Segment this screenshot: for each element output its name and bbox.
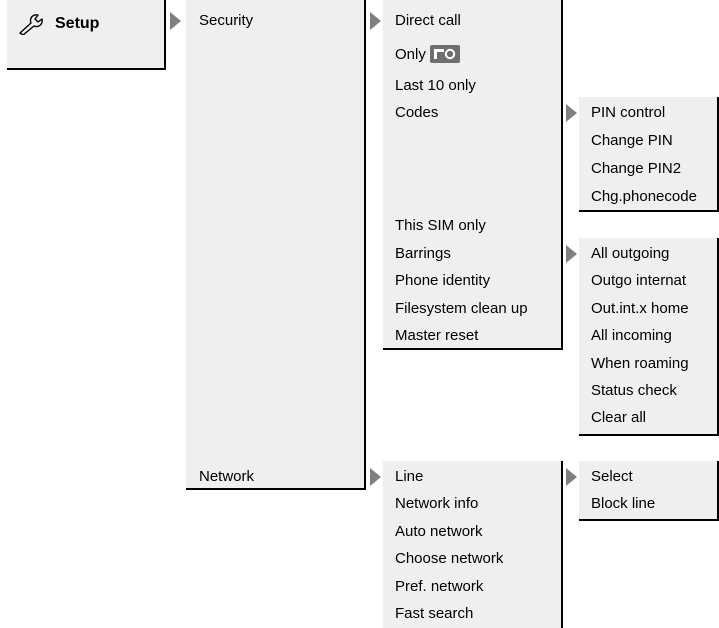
barrings-item[interactable]: When roaming <box>591 355 689 372</box>
line-item[interactable]: Select <box>591 468 633 485</box>
network-item[interactable]: Network info <box>395 495 479 512</box>
line-submenu <box>579 461 719 521</box>
menu-item-filesystem[interactable]: Filesystem clean up <box>395 300 528 317</box>
security-arrow-icon <box>370 12 381 30</box>
barrings-item[interactable]: Status check <box>591 382 677 399</box>
barrings-item[interactable]: Clear all <box>591 409 647 426</box>
network-item[interactable]: Choose network <box>395 550 504 567</box>
menu-item-direct-call[interactable]: Direct call <box>395 12 461 29</box>
barrings-item[interactable]: All outgoing <box>591 245 670 262</box>
setup-label: Setup <box>55 15 100 32</box>
menu-item-master-reset[interactable]: Master reset <box>395 327 479 344</box>
codes-item[interactable]: PIN control <box>591 104 666 121</box>
codes-item[interactable]: Change PIN <box>591 132 673 149</box>
menu-item-codes[interactable]: Codes <box>395 104 439 121</box>
menu-item-only[interactable]: Only <box>395 45 460 64</box>
barrings-item[interactable]: All incoming <box>591 327 672 344</box>
setup-arrow-icon <box>170 12 181 30</box>
setup-box[interactable]: Setup <box>7 0 166 70</box>
wrench-icon <box>19 14 43 35</box>
codes-item[interactable]: Change PIN2 <box>591 160 682 177</box>
only-label: Only <box>395 46 426 63</box>
network-item[interactable]: Line <box>395 468 424 485</box>
barrings-arrow-icon <box>566 245 577 263</box>
barrings-item[interactable]: Out.int.x home <box>591 300 689 317</box>
menu-item-phone-identity[interactable]: Phone identity <box>395 272 491 289</box>
security-submenu <box>383 0 563 350</box>
menu-item-barrings[interactable]: Barrings <box>395 245 451 262</box>
network-item[interactable]: Pref. network <box>395 578 484 595</box>
menu-item-this-sim[interactable]: This SIM only <box>395 217 486 234</box>
codes-arrow-icon <box>566 104 577 122</box>
line-item[interactable]: Block line <box>591 495 656 512</box>
barrings-item[interactable]: Outgo internat <box>591 272 687 289</box>
network-arrow-icon <box>370 468 381 486</box>
network-submenu <box>383 461 563 628</box>
line-arrow-icon <box>566 468 577 486</box>
level1-box <box>186 0 366 490</box>
codes-item[interactable]: Chg.phonecode <box>591 188 697 205</box>
network-item[interactable]: Fast search <box>395 605 474 622</box>
codes-submenu <box>579 97 719 212</box>
menu-item-network[interactable]: Network <box>199 468 255 485</box>
network-item[interactable]: Auto network <box>395 523 483 540</box>
menu-item-security[interactable]: Security <box>199 12 254 29</box>
barrings-submenu <box>579 238 719 436</box>
menu-item-last10[interactable]: Last 10 only <box>395 77 476 94</box>
key-lock-icon <box>429 45 460 63</box>
